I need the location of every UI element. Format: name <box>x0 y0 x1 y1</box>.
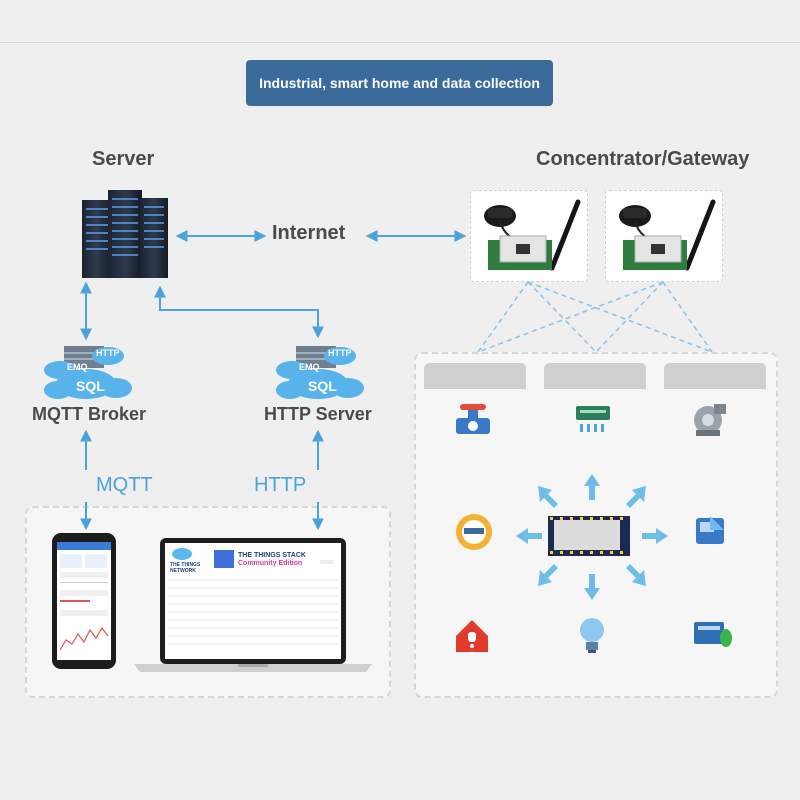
http-cloud-http-tag: HTTP <box>328 348 352 358</box>
http-server-cloud-icon <box>276 346 364 399</box>
gateway-heading: Concentrator/Gateway <box>536 148 750 170</box>
radiating-arrows <box>516 474 668 600</box>
industrial-fan-icon <box>694 404 726 436</box>
mqtt-broker-label: MQTT Broker <box>32 404 147 424</box>
alarm-icon <box>456 620 488 652</box>
server-heading: Server <box>92 148 155 170</box>
http-link-label: HTTP <box>254 474 307 496</box>
device-category-tab-3 <box>664 363 766 389</box>
monitor-plant-icon <box>694 622 732 647</box>
gateway-board-icon-2 <box>619 199 716 271</box>
http-server-label: HTTP Server <box>264 404 372 424</box>
sensor-device-icon <box>696 516 724 544</box>
mqtt-cloud-emq-tag: EMQ <box>67 362 88 372</box>
internet-link-label: Internet <box>272 222 346 244</box>
http-cloud-emq-tag: EMQ <box>299 362 320 372</box>
mqtt-broker-cloud-icon <box>44 346 132 399</box>
laptop-icon <box>134 538 372 672</box>
http-cloud-sql-tag: SQL <box>308 378 337 394</box>
mqtt-link-label: MQTT <box>96 474 153 496</box>
water-valve-icon <box>456 404 490 434</box>
top-divider <box>0 42 800 43</box>
diagram-title-banner: Industrial, smart home and data collecti… <box>246 60 553 106</box>
device-category-tab-2 <box>544 363 646 389</box>
mqtt-cloud-http-tag: HTTP <box>96 348 120 358</box>
air-conditioner-icon <box>576 406 610 432</box>
server-rack-icon <box>82 190 168 278</box>
lora-module-icon <box>548 516 630 556</box>
smart-meter-icon <box>456 514 492 550</box>
gateway-board-icon-1 <box>484 199 581 271</box>
smart-bulb-icon <box>580 618 604 653</box>
smartphone-icon <box>52 533 116 669</box>
mqtt-cloud-sql-tag: SQL <box>76 378 105 394</box>
device-category-tab-1 <box>424 363 526 389</box>
